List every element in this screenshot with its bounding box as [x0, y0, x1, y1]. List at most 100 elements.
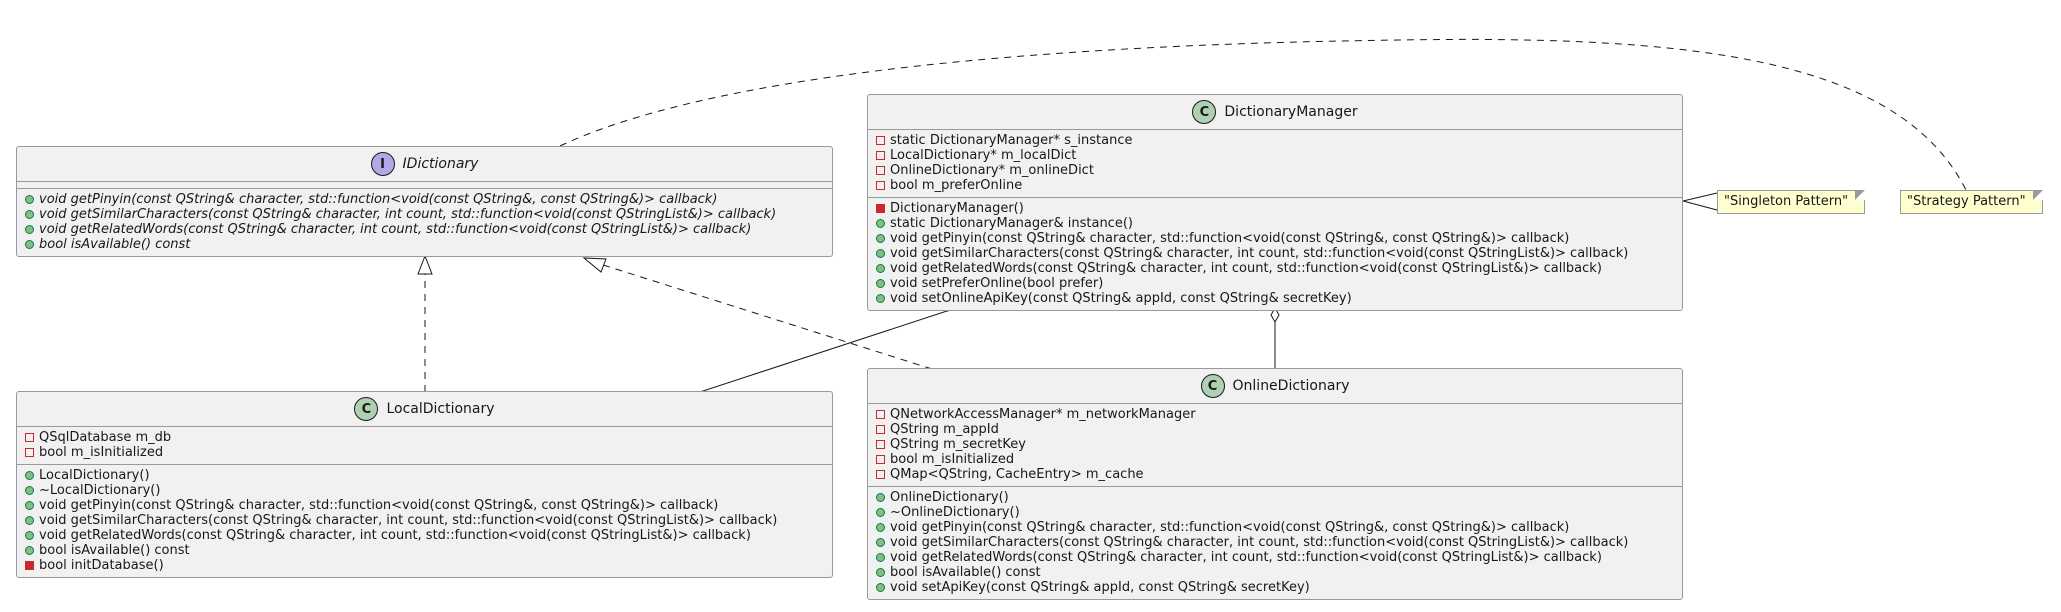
realization-online-to-interface: [599, 263, 933, 370]
member-row: bool isAvailable() const: [25, 543, 832, 558]
aggregation-manager-local: [699, 309, 951, 393]
member-row: void setApiKey(const QString& appId, con…: [876, 580, 1682, 595]
class-online-dictionary[interactable]: C OnlineDictionary QNetworkAccessManager…: [867, 368, 1683, 600]
aggregation-diamond-online: [1270, 306, 1280, 324]
public-visibility-icon: [876, 553, 885, 562]
class-idictionary[interactable]: I IDictionary void getPinyin(const QStri…: [16, 146, 833, 257]
class-name: DictionaryManager: [1224, 104, 1358, 120]
public-visibility-icon: [25, 210, 34, 219]
member-row: QMap<QString, CacheEntry> m_cache: [876, 467, 1682, 482]
member-row: void getSimilarCharacters(const QString&…: [25, 207, 832, 222]
private-visibility-icon: [876, 410, 885, 419]
member-text: void getPinyin(const QString& character,…: [890, 231, 1570, 246]
member-row: void getSimilarCharacters(const QString&…: [876, 246, 1682, 261]
member-row: OnlineDictionary* m_onlineDict: [876, 163, 1682, 178]
member-row: static DictionaryManager& instance(): [876, 216, 1682, 231]
public-visibility-icon: [876, 523, 885, 532]
member-text: void getRelatedWords(const QString& char…: [890, 550, 1602, 565]
member-text: OnlineDictionary(): [890, 490, 1009, 505]
member-text: bool isAvailable() const: [39, 543, 190, 558]
note-link-strategy: [559, 38, 1967, 191]
realization-arrowhead-online: [582, 257, 607, 273]
member-text: QNetworkAccessManager* m_networkManager: [890, 407, 1196, 422]
member-row: bool initDatabase(): [25, 558, 832, 573]
public-visibility-icon: [876, 234, 885, 243]
private-visibility-icon: [876, 181, 885, 190]
public-visibility-icon: [25, 471, 34, 480]
private-visibility-icon: [876, 425, 885, 434]
public-visibility-icon: [25, 531, 34, 540]
private-visibility-icon: [876, 204, 885, 213]
public-visibility-icon: [876, 294, 885, 303]
member-text: void getSimilarCharacters(const QString&…: [39, 207, 777, 222]
methods-section: OnlineDictionary()~OnlineDictionary()voi…: [868, 487, 1682, 599]
member-row: QSqlDatabase m_db: [25, 430, 832, 445]
member-row: ~LocalDictionary(): [25, 483, 832, 498]
public-visibility-icon: [876, 264, 885, 273]
member-row: DictionaryManager(): [876, 201, 1682, 216]
member-row: void getSimilarCharacters(const QString&…: [25, 513, 832, 528]
member-text: ~LocalDictionary(): [39, 483, 161, 498]
public-visibility-icon: [25, 486, 34, 495]
member-row: bool m_preferOnline: [876, 178, 1682, 193]
methods-section: DictionaryManager()static DictionaryMana…: [868, 198, 1682, 310]
class-name: OnlineDictionary: [1232, 378, 1350, 394]
private-visibility-icon: [25, 433, 34, 442]
public-visibility-icon: [25, 516, 34, 525]
member-row: void getRelatedWords(const QString& char…: [25, 222, 832, 237]
public-visibility-icon: [876, 219, 885, 228]
member-row: void getSimilarCharacters(const QString&…: [876, 535, 1682, 550]
private-visibility-icon: [876, 440, 885, 449]
member-text: QSqlDatabase m_db: [39, 430, 172, 445]
member-text: LocalDictionary* m_localDict: [890, 148, 1077, 163]
member-text: bool isAvailable() const: [890, 565, 1041, 580]
public-visibility-icon: [25, 546, 34, 555]
class-name: IDictionary: [402, 156, 479, 172]
member-text: void getRelatedWords(const QString& char…: [890, 261, 1602, 276]
methods-section: LocalDictionary()~LocalDictionary()void …: [17, 465, 832, 577]
class-badge-icon: C: [1200, 374, 1225, 398]
member-text: void getPinyin(const QString& character,…: [39, 498, 719, 513]
public-visibility-icon: [876, 538, 885, 547]
member-row: void getPinyin(const QString& character,…: [25, 192, 832, 207]
public-visibility-icon: [876, 583, 885, 592]
class-header: I IDictionary: [17, 147, 832, 182]
member-row: QNetworkAccessManager* m_networkManager: [876, 407, 1682, 422]
class-badge-icon: C: [1192, 100, 1217, 124]
public-visibility-icon: [876, 279, 885, 288]
member-row: bool isAvailable() const: [876, 565, 1682, 580]
member-text: static DictionaryManager* s_instance: [890, 133, 1133, 148]
note-singleton-pattern: "Singleton Pattern": [1717, 190, 1866, 214]
member-row: void setPreferOnline(bool prefer): [876, 276, 1682, 291]
member-row: QString m_appId: [876, 422, 1682, 437]
public-visibility-icon: [25, 501, 34, 510]
class-badge-icon: C: [354, 397, 379, 421]
member-row: bool m_isInitialized: [25, 445, 832, 460]
class-name: LocalDictionary: [386, 401, 495, 417]
class-header: C DictionaryManager: [868, 95, 1682, 130]
realization-arrowhead-local: [417, 254, 433, 275]
member-row: LocalDictionary(): [25, 468, 832, 483]
member-text: ~OnlineDictionary(): [890, 505, 1020, 520]
member-row: void getRelatedWords(const QString& char…: [876, 550, 1682, 565]
private-visibility-icon: [876, 151, 885, 160]
member-row: QString m_secretKey: [876, 437, 1682, 452]
member-text: bool m_isInitialized: [890, 452, 1015, 467]
member-row: void getPinyin(const QString& character,…: [25, 498, 832, 513]
member-row: bool isAvailable() const: [25, 237, 832, 252]
member-text: LocalDictionary(): [39, 468, 150, 483]
member-row: void getRelatedWords(const QString& char…: [876, 261, 1682, 276]
member-text: DictionaryManager(): [890, 201, 1024, 216]
member-row: void getPinyin(const QString& character,…: [876, 520, 1682, 535]
member-text: void getPinyin(const QString& character,…: [890, 520, 1570, 535]
class-dictionary-manager[interactable]: C DictionaryManager static DictionaryMan…: [867, 94, 1683, 311]
public-visibility-icon: [876, 493, 885, 502]
class-header: C LocalDictionary: [17, 392, 832, 427]
member-text: static DictionaryManager& instance(): [890, 216, 1133, 231]
member-text: QMap<QString, CacheEntry> m_cache: [890, 467, 1144, 482]
member-row: LocalDictionary* m_localDict: [876, 148, 1682, 163]
